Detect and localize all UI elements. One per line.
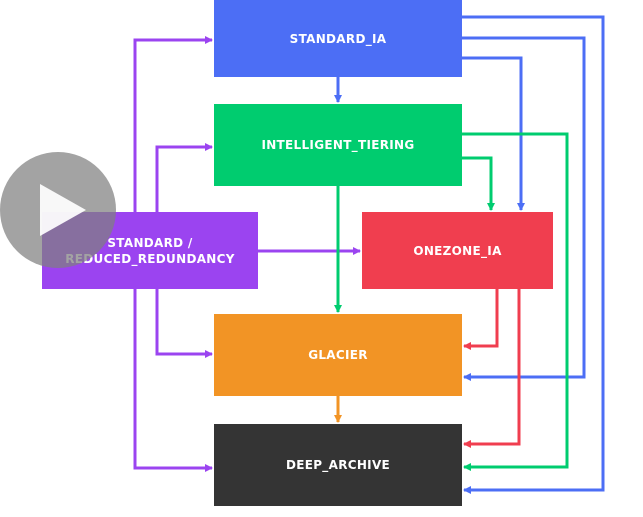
node-intelligent-tiering: INTELLIGENT_TIERING: [214, 104, 462, 186]
node-glacier: GLACIER: [214, 314, 462, 396]
edge-onezone-ia-to-deep-archive: [463, 289, 521, 448]
edge-standard-ia-to-glacier: [462, 36, 586, 381]
play-button[interactable]: [0, 152, 116, 268]
edge-standard-rr-to-glacier: [155, 289, 213, 358]
edge-intelligent-tiering-to-deep-archive: [462, 132, 569, 471]
edge-standard-ia-to-onezone-ia: [462, 56, 525, 211]
edge-standard-ia-to-deep-archive: [462, 15, 605, 494]
edge-standard-rr-to-intelligent-tiering: [155, 143, 213, 212]
edge-standard-rr-to-standard-ia: [133, 36, 213, 212]
node-standard-ia: STANDARD_IA: [214, 0, 462, 77]
node-deep-archive: DEEP_ARCHIVE: [214, 424, 462, 506]
node-onezone-ia: ONEZONE_IA: [362, 212, 553, 289]
edge-intelligent-tiering-to-onezone-ia: [462, 156, 495, 211]
edge-standard-rr-to-deep-archive: [133, 289, 213, 472]
play-icon[interactable]: [40, 184, 86, 236]
edge-onezone-ia-to-glacier: [463, 289, 499, 350]
